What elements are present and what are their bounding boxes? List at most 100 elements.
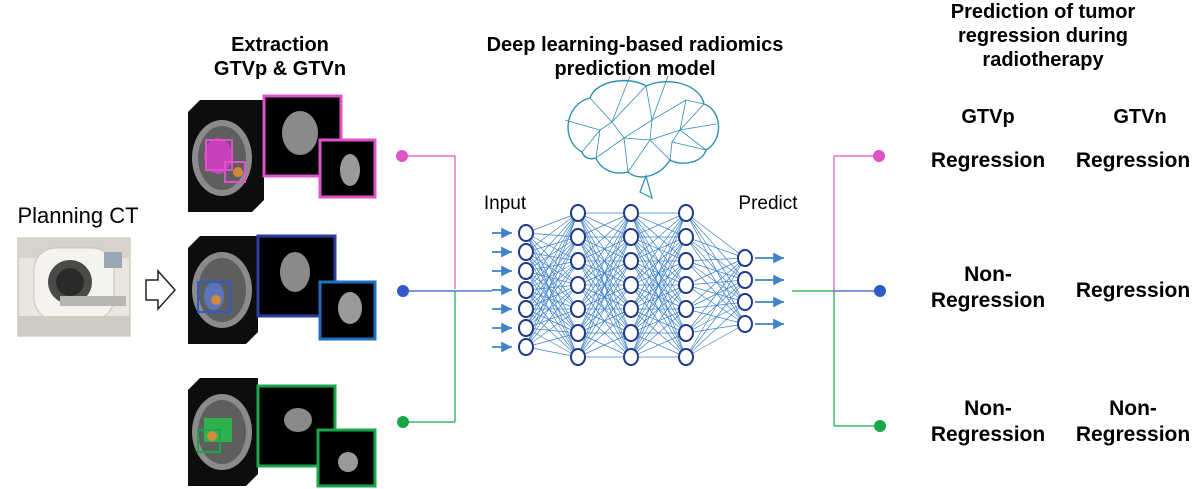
network-edge — [577, 212, 632, 262]
network-edge — [685, 257, 746, 310]
network-edge — [525, 284, 579, 291]
network-node — [518, 281, 534, 299]
network-edge — [525, 251, 579, 286]
network-edge — [630, 212, 687, 238]
prediction-title: Prediction of tumor regression during ra… — [918, 0, 1168, 72]
network-node — [518, 243, 534, 261]
network-node — [678, 204, 694, 222]
network-edge — [525, 236, 579, 348]
network-edge — [525, 212, 579, 348]
network-edge — [525, 284, 579, 310]
network-edge — [525, 232, 579, 238]
network-edge — [630, 284, 687, 358]
brain-icon — [564, 75, 720, 200]
network-edge — [525, 236, 579, 310]
network-node — [570, 204, 586, 222]
network-edge — [685, 284, 746, 325]
ct-stack-gtvp-gtvn-3 — [188, 378, 377, 488]
network-edge — [525, 260, 579, 348]
network-edge — [525, 212, 579, 291]
network-node — [623, 204, 639, 222]
network-edge — [525, 260, 579, 291]
network-edge — [685, 236, 746, 325]
network-edge — [685, 260, 746, 303]
network-node — [570, 252, 586, 270]
network-edge — [577, 212, 632, 238]
network-node — [737, 249, 753, 267]
network-node — [678, 300, 694, 318]
outcome-text: Regression — [930, 423, 1046, 447]
network-node — [570, 276, 586, 294]
network-node — [518, 224, 534, 242]
network-edge — [685, 260, 746, 281]
network-edge — [630, 260, 687, 358]
network-edge — [630, 212, 687, 310]
network-edge — [577, 236, 632, 358]
network-node — [737, 271, 753, 289]
network-edge — [577, 212, 632, 334]
network-node — [623, 276, 639, 294]
outcome-text: Non- — [964, 263, 1012, 286]
network-node — [518, 338, 534, 356]
right-connectors — [792, 150, 886, 432]
network-edge — [685, 236, 746, 281]
network-edge — [685, 279, 746, 358]
model-title-line1: Deep learning-based radiomics — [486, 34, 784, 56]
outcome-gtvp-row1: Regression — [908, 148, 1068, 174]
network-edge — [525, 212, 579, 310]
network-edge — [577, 308, 632, 358]
network-edge — [685, 212, 746, 303]
prediction-title-line2: regression during — [957, 25, 1129, 47]
extraction-title: Extraction GTVp & GTVn — [200, 33, 360, 81]
network-node — [518, 262, 534, 280]
outcome-gtvp-row3: Non- Regression — [908, 396, 1068, 449]
left-connectors — [396, 150, 492, 428]
network-edge — [630, 308, 687, 358]
network-edge — [685, 279, 746, 334]
network-edge — [630, 212, 687, 358]
network-edge — [685, 236, 746, 303]
network-node — [518, 319, 534, 337]
network-edge — [525, 212, 579, 234]
network-edge — [525, 332, 579, 348]
outcome-text: Regression — [1075, 279, 1191, 302]
network-node — [623, 252, 639, 270]
network-edge — [685, 284, 746, 303]
hollow-arrow-icon — [145, 269, 177, 311]
network-node — [623, 300, 639, 318]
network-edge — [685, 257, 746, 262]
network-node — [570, 324, 586, 342]
network-edge — [525, 260, 579, 310]
network-node — [678, 324, 694, 342]
network-edge — [525, 236, 579, 329]
network-edge — [630, 212, 687, 286]
outcome-gtvp-row2: Non- Regression — [908, 262, 1068, 315]
network-edge — [525, 284, 579, 329]
network-edge — [525, 236, 579, 253]
ct-scanner-photo — [17, 237, 131, 337]
column-header-gtvn: GTVn — [1113, 106, 1167, 128]
network-edge — [525, 232, 579, 286]
network-edge — [685, 212, 746, 259]
prediction-title-line1: Prediction of tumor — [950, 1, 1136, 23]
network-edge — [685, 301, 746, 310]
network-edge — [525, 284, 579, 348]
network-edge — [685, 212, 746, 281]
network-edge — [685, 257, 746, 358]
network-edge — [630, 212, 687, 262]
model-title: Deep learning-based radiomics prediction… — [470, 33, 800, 81]
network-edge — [685, 257, 746, 286]
network-edge — [577, 332, 632, 358]
network-edge — [525, 236, 579, 272]
network-edge — [685, 212, 746, 325]
column-header-gtvp: GTVp — [961, 106, 1015, 128]
outcome-gtvn-row1: Regression — [1066, 148, 1200, 174]
network-node — [737, 293, 753, 311]
network-edge — [525, 232, 579, 262]
model-title-line2: prediction model — [554, 58, 716, 80]
network-edge — [577, 212, 632, 286]
network-edge — [525, 346, 579, 358]
predict-label: Predict — [738, 193, 798, 214]
input-label: Input — [483, 193, 527, 214]
